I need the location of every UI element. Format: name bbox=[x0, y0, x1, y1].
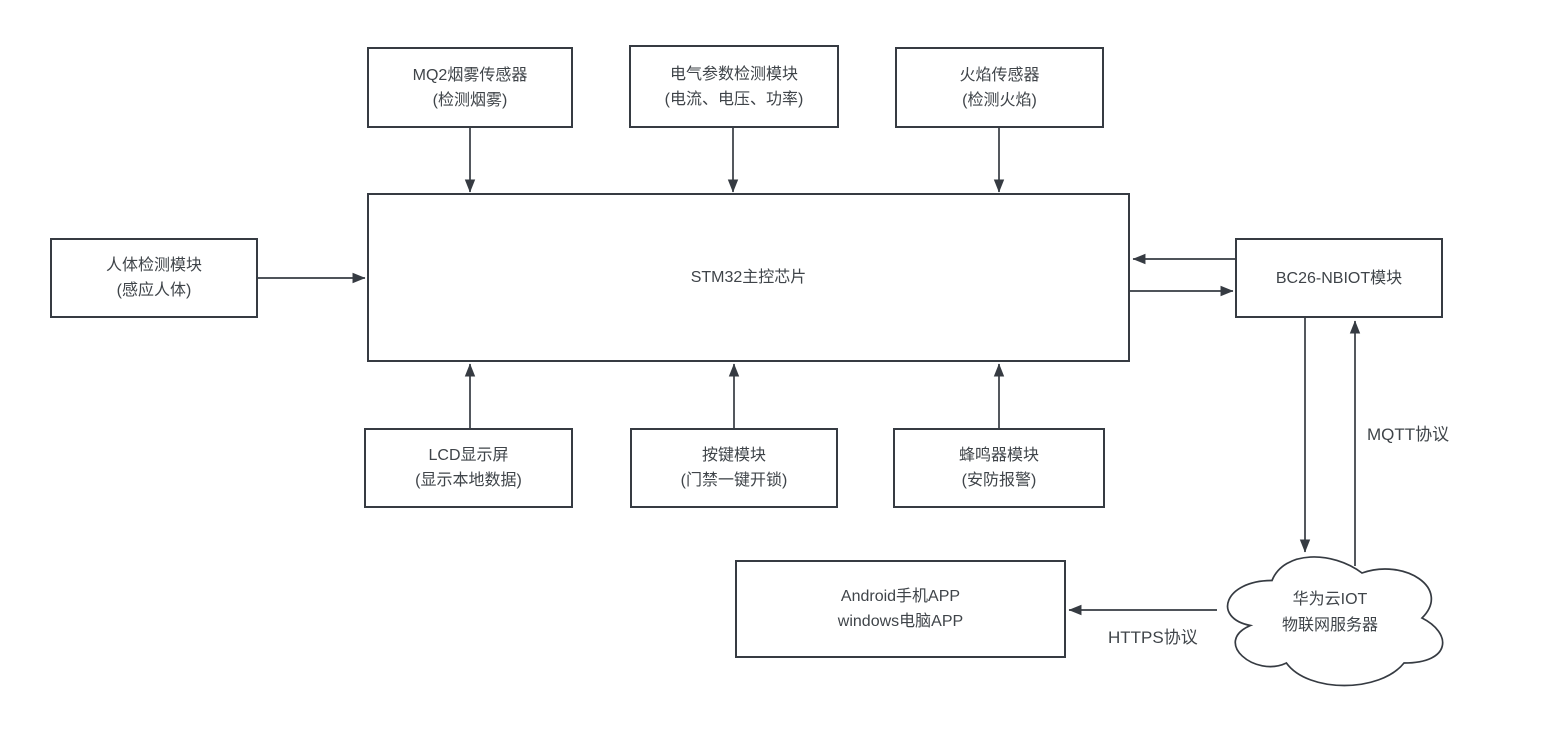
node-title: 蜂鸣器模块 bbox=[958, 447, 1039, 464]
node-subtitle: (检测烟雾) bbox=[432, 91, 508, 109]
node-electrical-parameter-module: 电气参数检测模块 (电流、电压、功率) bbox=[629, 45, 839, 128]
node-subtitle: (安防报警) bbox=[961, 472, 1037, 489]
node-subtitle: (门禁一键开锁) bbox=[680, 472, 788, 489]
node-title: Android手机APP bbox=[840, 588, 961, 605]
node-subtitle: 物联网服务器 bbox=[1281, 617, 1378, 634]
label-https-protocol: HTTPS协议 bbox=[1108, 628, 1198, 647]
node-title: 华为云IOT bbox=[1292, 591, 1368, 608]
node-stm32-mcu: STM32主控芯片 bbox=[367, 193, 1130, 362]
node-key-module: 按键模块 (门禁一键开锁) bbox=[630, 428, 838, 508]
node-huawei-cloud-iot-shape bbox=[1226, 556, 1444, 687]
node-subtitle: (电流、电压、功率) bbox=[664, 90, 804, 108]
node-flame-sensor: 火焰传感器 (检测火焰) bbox=[895, 47, 1104, 128]
node-title: 按键模块 bbox=[701, 447, 766, 464]
node-app-clients: Android手机APP windows电脑APP bbox=[735, 560, 1066, 658]
node-title: STM32主控芯片 bbox=[690, 269, 807, 286]
node-title: BC26-NBIOT模块 bbox=[1275, 269, 1403, 287]
node-huawei-cloud-iot-label: 华为云IOT 物联网服务器 bbox=[1240, 582, 1420, 644]
node-title: LCD显示屏 bbox=[428, 447, 509, 464]
label-mqtt-protocol: MQTT协议 bbox=[1367, 425, 1450, 444]
node-subtitle: (显示本地数据) bbox=[415, 472, 522, 489]
node-title: MQ2烟雾传感器 bbox=[412, 66, 528, 84]
node-subtitle: (检测火焰) bbox=[962, 91, 1037, 109]
node-subtitle: windows电脑APP bbox=[837, 613, 964, 630]
node-lcd-display: LCD显示屏 (显示本地数据) bbox=[364, 428, 573, 508]
node-title: 火焰传感器 bbox=[959, 66, 1040, 84]
node-subtitle: (感应人体) bbox=[116, 282, 192, 299]
node-title: 电气参数检测模块 bbox=[669, 65, 798, 83]
node-title: 人体检测模块 bbox=[105, 257, 202, 274]
node-bc26-nbiot-module: BC26-NBIOT模块 bbox=[1235, 238, 1443, 318]
node-human-detection-module: 人体检测模块 (感应人体) bbox=[50, 238, 258, 318]
node-mq2-smoke-sensor: MQ2烟雾传感器 (检测烟雾) bbox=[367, 47, 573, 128]
node-buzzer-module: 蜂鸣器模块 (安防报警) bbox=[893, 428, 1105, 508]
